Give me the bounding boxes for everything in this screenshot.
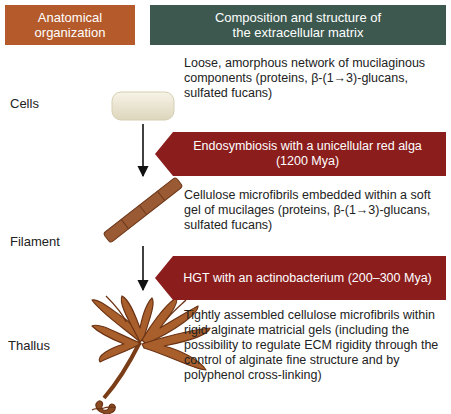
stage-label: Thallus: [8, 338, 50, 353]
node-text: Anatomical organization: [10, 10, 130, 40]
matrix-description: Tightly assembled cellulose microfibrils…: [184, 308, 446, 383]
cell-icon: [112, 92, 174, 120]
event-banner: HGT with an actinobacterium (200–300 Mya…: [155, 256, 446, 300]
stage-label: Filament: [10, 234, 60, 249]
node-text: Endosymbiosis with a unicellular red alg…: [183, 139, 433, 169]
stage-label: Cells: [10, 96, 39, 111]
cell-stage: Cells: [110, 90, 176, 122]
event-banner: Endosymbiosis with a unicellular red alg…: [155, 132, 446, 176]
header-box: Anatomical organization: [5, 5, 135, 45]
stage-arrow: [142, 124, 144, 176]
filament-icon: [103, 177, 183, 243]
filament-stage: Filament: [98, 178, 188, 244]
node-text: HGT with an actinobacterium (200–300 Mya…: [183, 271, 433, 286]
matrix-description: Cellulose microfibrils embedded within a…: [184, 188, 446, 233]
stage-arrow: [142, 246, 144, 290]
banner-outline: [155, 256, 446, 300]
node-text: Composition and structure of the extrace…: [208, 10, 388, 40]
banner-outline: [155, 132, 446, 176]
header-box: Composition and structure of the extrace…: [150, 5, 446, 45]
matrix-description: Loose, amorphous network of mucilaginous…: [184, 56, 446, 101]
